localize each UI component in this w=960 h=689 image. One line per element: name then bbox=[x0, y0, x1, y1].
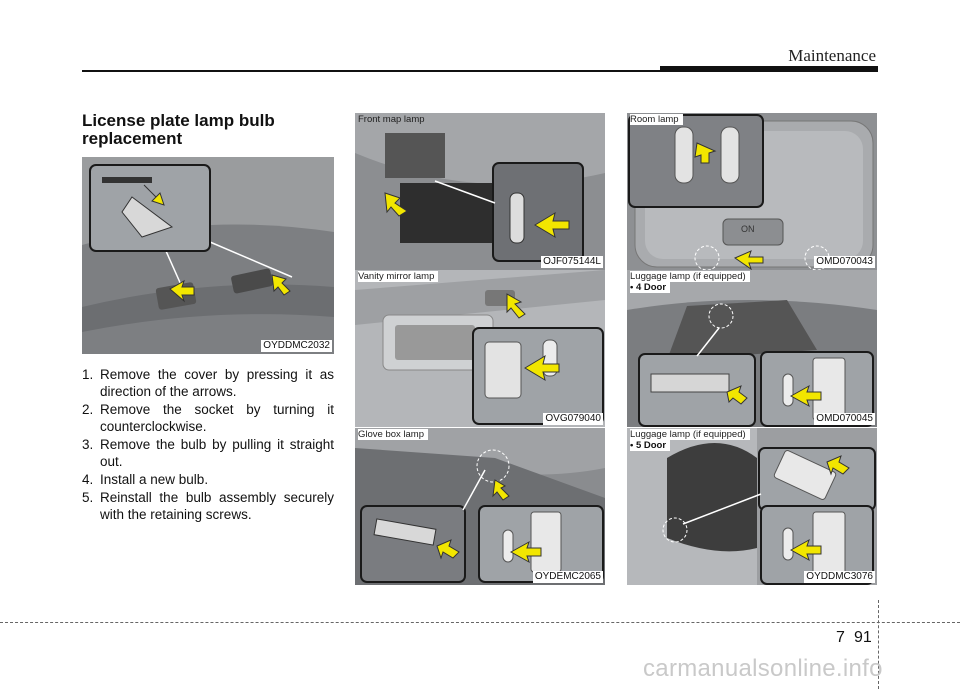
figure-luggage-lamp-5-door: Luggage lamp (if equipped) • 5 Door OYDD… bbox=[627, 428, 877, 585]
figure-code: OMD070045 bbox=[814, 413, 875, 425]
page-number: 91 bbox=[854, 629, 872, 646]
luggage-4door-illustration bbox=[627, 270, 877, 427]
figure-code: OYDDMC3076 bbox=[804, 571, 875, 583]
figure-code: OYDEMC2065 bbox=[532, 571, 603, 583]
figure-caption: Vanity mirror lamp bbox=[358, 271, 439, 282]
figure-caption: Glove box lamp bbox=[358, 429, 429, 440]
figure-caption: Front map lamp bbox=[358, 114, 425, 125]
figure-luggage-lamp-4-door: Luggage lamp (if equipped) • 4 Door OMD0… bbox=[627, 270, 877, 427]
glove-box-illustration bbox=[355, 428, 605, 585]
figure-code: OVG079040 bbox=[543, 413, 603, 425]
vanity-mirror-illustration bbox=[355, 270, 605, 427]
list-item: 4.Install a new bulb. bbox=[82, 472, 209, 487]
header-rule bbox=[82, 70, 878, 72]
footer-divider bbox=[878, 600, 879, 689]
figure-caption: Luggage lamp (if equipped) bbox=[630, 271, 750, 282]
figure-front-map-lamp: Front map lamp OJF075144L bbox=[355, 113, 605, 270]
figure-caption: Luggage lamp (if equipped) bbox=[630, 429, 750, 440]
list-item: 3.Remove the bulb by pulling it straight… bbox=[82, 437, 334, 469]
room-lamp-on-button-label: ON bbox=[741, 224, 755, 234]
list-item: 1.Remove the cover by pressing it as dir… bbox=[82, 367, 334, 399]
header-title: Maintenance bbox=[788, 46, 876, 65]
watermark: carmanualsonline.info bbox=[643, 655, 883, 682]
section-title: License plate lamp bulb replacement bbox=[82, 111, 275, 148]
room-lamp-illustration bbox=[627, 113, 877, 270]
license-plate-illustration bbox=[82, 157, 334, 354]
chapter-number: 7 bbox=[836, 629, 845, 646]
figure-code: OJF075144L bbox=[541, 256, 603, 268]
footer-rule bbox=[0, 622, 960, 623]
figure-room-lamp: ON Room lamp OMD070043 bbox=[627, 113, 877, 270]
figure-vanity-mirror-lamp: Vanity mirror lamp OVG079040 bbox=[355, 270, 605, 427]
steps-list: 1.Remove the cover by pressing it as dir… bbox=[82, 366, 334, 524]
list-item: 2.Remove the socket by turning it counte… bbox=[82, 402, 334, 434]
figure-subcaption: • 5 Door bbox=[630, 440, 671, 451]
header-rule-accent bbox=[660, 66, 878, 72]
figure-subcaption: • 4 Door bbox=[630, 282, 671, 293]
luggage-5door-illustration bbox=[627, 428, 877, 585]
front-map-lamp-illustration bbox=[355, 113, 605, 270]
figure-license-plate: OYDDMC2032 bbox=[82, 157, 334, 354]
list-item: 5.Reinstall the bulb assembly securely w… bbox=[82, 490, 334, 522]
figure-caption: Room lamp bbox=[630, 114, 683, 125]
figure-code: OMD070043 bbox=[814, 256, 875, 268]
figure-code: OYDDMC2032 bbox=[261, 340, 332, 352]
figure-glove-box-lamp: Glove box lamp OYDEMC2065 bbox=[355, 428, 605, 585]
